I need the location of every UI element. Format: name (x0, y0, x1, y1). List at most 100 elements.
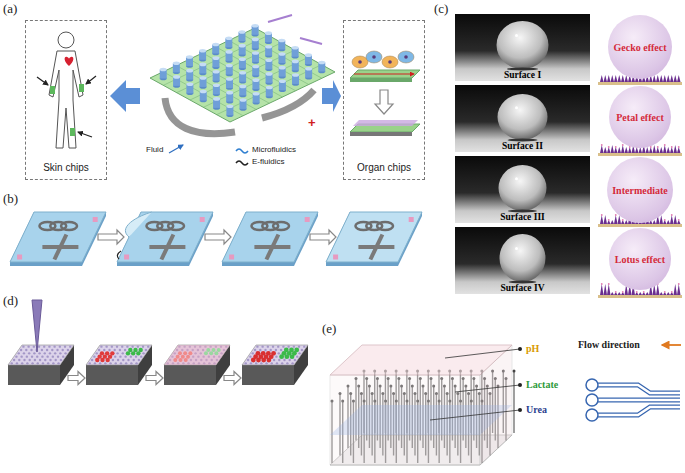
cylinder-top (238, 30, 245, 34)
well-dot (247, 359, 249, 361)
sheet-edge (117, 212, 213, 266)
loop-pattern (61, 222, 77, 230)
spotted-well (212, 348, 216, 352)
pillar (628, 147, 632, 153)
channel-lumen (598, 399, 680, 402)
pillar-tip (643, 291, 645, 293)
pillar-tip (664, 219, 666, 221)
pillar (670, 292, 674, 295)
surface-image: Surface II (455, 85, 590, 152)
cylinder-top (305, 67, 312, 71)
well-dot (142, 352, 144, 354)
well-dot (261, 345, 263, 347)
well-dot (185, 359, 187, 361)
cross-pattern (254, 245, 290, 249)
well-dot (31, 362, 33, 364)
channel-inlet (586, 409, 598, 421)
well-dot (105, 345, 107, 347)
well-dot (96, 352, 98, 354)
substrate (598, 224, 682, 227)
well-dot (109, 362, 111, 364)
well-dot (101, 352, 103, 354)
pointer-arrow (37, 77, 48, 85)
effect-droplet: Intermediate (607, 157, 673, 223)
droplet-highlight (515, 106, 518, 109)
well-dot (64, 352, 66, 354)
peel-flap (125, 212, 151, 237)
pillar-tip (608, 146, 610, 148)
well-dot (18, 359, 20, 361)
pillar-tip (601, 283, 603, 285)
pillar (670, 75, 674, 82)
cylinder-top (200, 90, 207, 94)
peel-tool (117, 251, 121, 259)
well-dot (265, 362, 267, 364)
well-dot (16, 362, 18, 364)
pillar-tip (615, 291, 617, 293)
cylinder-top (226, 50, 233, 54)
spotted-well (206, 348, 210, 352)
well-dot (111, 345, 113, 347)
well-dot (276, 362, 278, 364)
well-dot (174, 359, 176, 361)
well-dot (298, 345, 300, 347)
pillar (656, 147, 660, 153)
well-dot (218, 349, 220, 351)
well-dot (281, 362, 283, 364)
well-dot (21, 362, 23, 364)
flat-layer-edge (350, 132, 412, 136)
well-dot (301, 349, 303, 351)
well-dot (176, 355, 178, 357)
cylinder-top (252, 38, 259, 42)
cylinder-top (252, 24, 259, 28)
pillar (611, 220, 615, 224)
channel-outline (598, 407, 680, 415)
cylinder-top (278, 52, 285, 56)
panel-d-art (8, 300, 308, 385)
well-dot (96, 359, 98, 361)
well-dot (100, 345, 102, 347)
pillar (653, 220, 657, 224)
cell (382, 56, 398, 68)
substrate (598, 153, 682, 156)
well-dot (289, 359, 291, 361)
pad (409, 217, 414, 222)
well-dot (42, 362, 44, 364)
pointer-arrow (78, 132, 92, 137)
pillar-tip (622, 144, 624, 146)
substrate (598, 82, 682, 85)
pillar (667, 220, 671, 224)
pillar (660, 292, 664, 295)
panel-title: Organ chips (357, 162, 411, 173)
well-dot (179, 359, 181, 361)
well-dot (291, 362, 293, 364)
well-dot (210, 352, 212, 354)
step-arrow (205, 230, 231, 244)
pillar-tip (657, 146, 659, 148)
well-dot (108, 349, 110, 351)
well-dot (138, 359, 140, 361)
step-arrow (375, 90, 393, 114)
cylinder-top (186, 82, 193, 86)
well-dot (282, 345, 284, 347)
droplet-highlight (515, 247, 518, 250)
well-dot (293, 345, 295, 347)
cross-pattern (149, 245, 185, 249)
cross-pattern (42, 245, 78, 249)
panel-letter: (e) (322, 322, 336, 336)
well-dot (23, 352, 25, 354)
well-dot (46, 355, 48, 357)
well-dot (189, 352, 191, 354)
cell (352, 56, 368, 68)
cylinder-top (213, 83, 220, 87)
well-dot (22, 345, 24, 347)
cylinder-top (266, 86, 273, 90)
efluidics-icon (236, 161, 248, 165)
chip-top (330, 345, 512, 375)
water-droplet (497, 21, 549, 69)
fluid-arrow (169, 145, 183, 153)
step-arrow (310, 230, 336, 244)
cylinder-top (292, 60, 299, 64)
pillar (653, 145, 657, 153)
well-dot (62, 355, 64, 357)
